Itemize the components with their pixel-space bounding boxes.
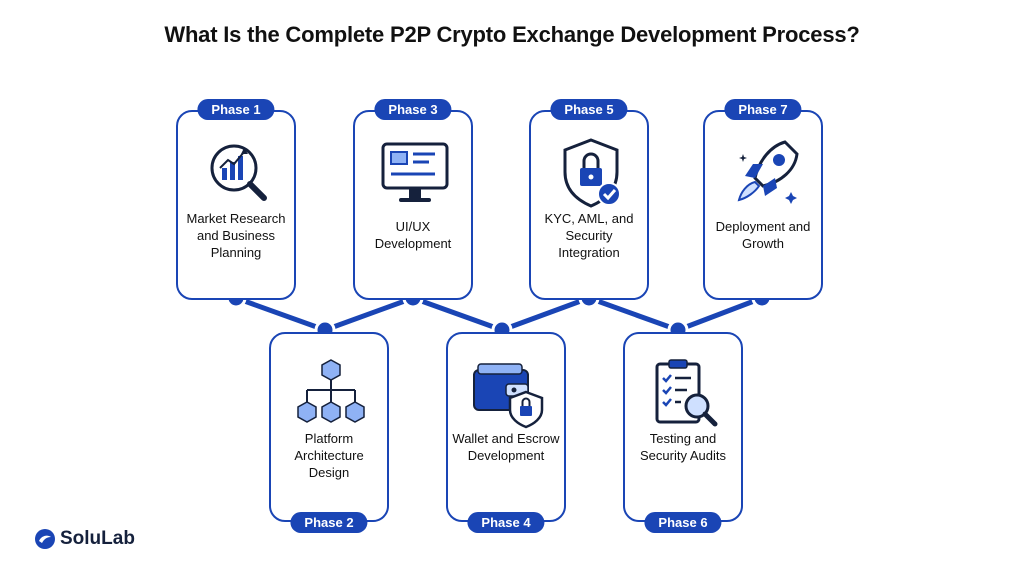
phase-badge: Phase 6 <box>644 512 722 533</box>
brand-name: SoluLab <box>60 528 135 549</box>
shield-lock-icon <box>563 138 621 208</box>
phase-card-3: Phase 3 UI/UX Development <box>353 99 473 300</box>
phase-badge: Phase 1 <box>197 99 275 120</box>
phase-badge: Phase 2 <box>290 512 368 533</box>
phase-card-1: Phase 1 Market Research and Business Pla… <box>176 99 296 300</box>
page-title: What Is the Complete P2P Crypto Exchange… <box>164 22 860 47</box>
phase-card-6: Testing and Security Audits Phase 6 <box>623 332 743 533</box>
phase-label: Testing and Security Audits <box>640 431 726 463</box>
phase-badge: Phase 3 <box>374 99 452 120</box>
checklist-magnifier-icon <box>655 359 718 427</box>
phase-badge: Phase 5 <box>550 99 628 120</box>
rocket-icon <box>737 140 799 204</box>
phase-label: UI/UX Development <box>374 219 452 251</box>
phase-label: Market Research and Business Planning <box>186 211 286 260</box>
phase-card-2: Platform Architecture Design Phase 2 <box>269 332 389 533</box>
phase-card-4: Wallet and Escrow Development Phase 4 <box>446 332 566 533</box>
phase-label: Deployment and Growth <box>715 219 811 251</box>
phase-label: Wallet and Escrow Development <box>452 431 560 463</box>
brand-logo: SoluLab <box>34 528 135 550</box>
phase-badge: Phase 7 <box>724 99 802 120</box>
chart-magnifier-icon <box>210 144 267 201</box>
network-cubes-icon <box>297 359 365 423</box>
phase-label: Platform Architecture Design <box>294 431 364 480</box>
monitor-icon <box>381 142 449 202</box>
solulab-logo-icon <box>35 529 55 549</box>
wallet-lock-icon <box>473 363 544 429</box>
phase-label: KYC, AML, and Security Integration <box>544 211 634 260</box>
phase-card-5: Phase 5 KYC, AML, and Security Integrati… <box>529 99 649 300</box>
phase-card-7: Phase 7 Deployment and Growth <box>703 99 823 300</box>
phase-badge: Phase 4 <box>467 512 545 533</box>
